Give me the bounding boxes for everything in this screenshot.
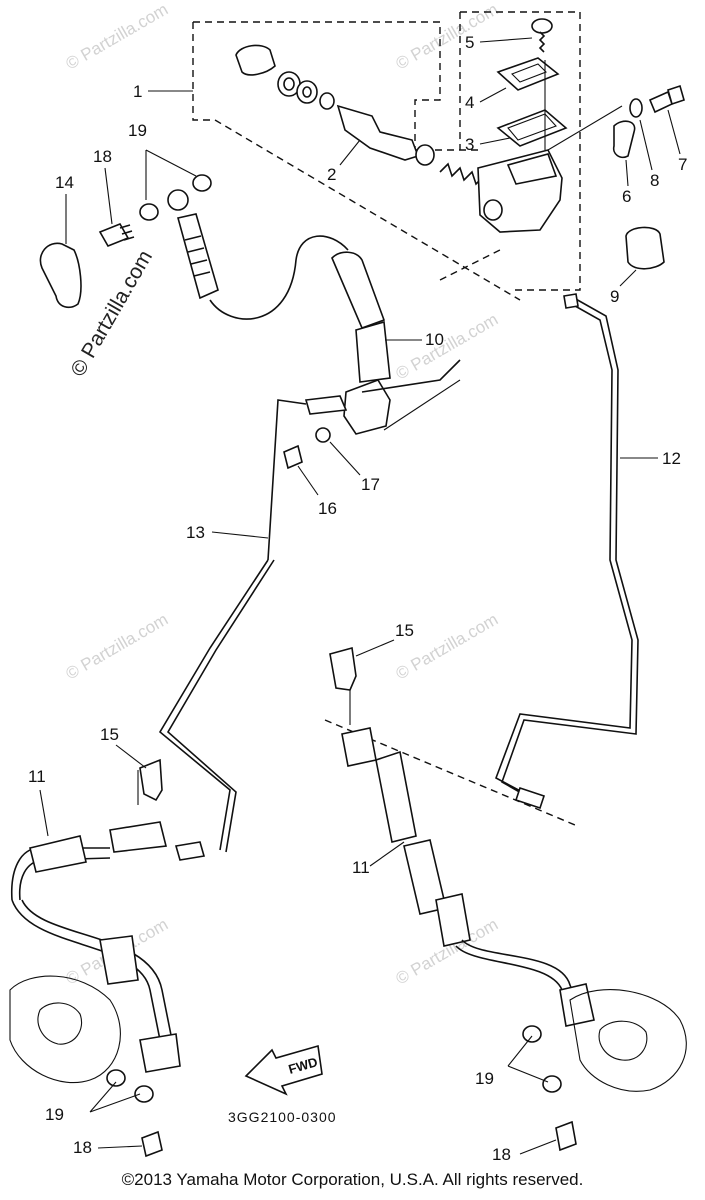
callout-9: 9	[610, 287, 619, 306]
callout-6: 6	[622, 187, 631, 206]
splitter-joint	[267, 251, 461, 561]
master-cylinder-assembly	[192, 11, 685, 301]
callouts: 1 2 3 4 5 6 7 8 9 10 11 11 12 13 14 15 1…	[28, 33, 687, 1164]
copyright-notice: ©2013 Yamaha Motor Corporation, U.S.A. A…	[121, 1170, 584, 1189]
callout-5: 5	[465, 33, 474, 52]
lower-left-hose	[9, 821, 206, 1158]
drawing-code: 3GG2100-0300	[228, 1109, 337, 1125]
callout-18-right: 18	[492, 1145, 511, 1164]
callout-2: 2	[327, 165, 336, 184]
callout-1: 1	[133, 82, 142, 101]
callout-15-right: 15	[395, 621, 414, 640]
watermark: © Partzilla.com	[63, 0, 172, 73]
watermark: © Partzilla.com	[63, 610, 172, 684]
upper-banjo-fittings	[39, 149, 349, 320]
callout-17: 17	[361, 475, 380, 494]
callout-7: 7	[678, 155, 687, 174]
watermark: © Partzilla.com	[393, 0, 502, 73]
callout-8: 8	[650, 171, 659, 190]
callout-18-left: 18	[73, 1138, 92, 1157]
fwd-arrow: FWD	[244, 1044, 323, 1096]
brake-parts-diagram: © Partzilla.com © Partzilla.com © Partzi…	[9, 0, 687, 1164]
callout-11-right: 11	[352, 858, 370, 877]
callout-19-top: 19	[128, 121, 147, 140]
callout-19-right: 19	[475, 1069, 494, 1088]
callout-18-top: 18	[93, 147, 112, 166]
callout-14: 14	[55, 173, 74, 192]
callout-16: 16	[318, 499, 337, 518]
callout-13: 13	[186, 523, 205, 542]
callout-19-left: 19	[45, 1105, 64, 1124]
callout-12: 12	[662, 449, 681, 468]
lower-right-hose	[341, 727, 687, 1152]
clips	[137, 646, 576, 826]
watermark-main: © Partzilla.com	[66, 246, 157, 380]
callout-3: 3	[465, 135, 474, 154]
callout-4: 4	[465, 93, 474, 112]
callout-10: 10	[425, 330, 444, 349]
callout-15-left: 15	[100, 725, 119, 744]
callout-11-left: 11	[28, 767, 46, 786]
brake-pipes	[158, 293, 639, 853]
